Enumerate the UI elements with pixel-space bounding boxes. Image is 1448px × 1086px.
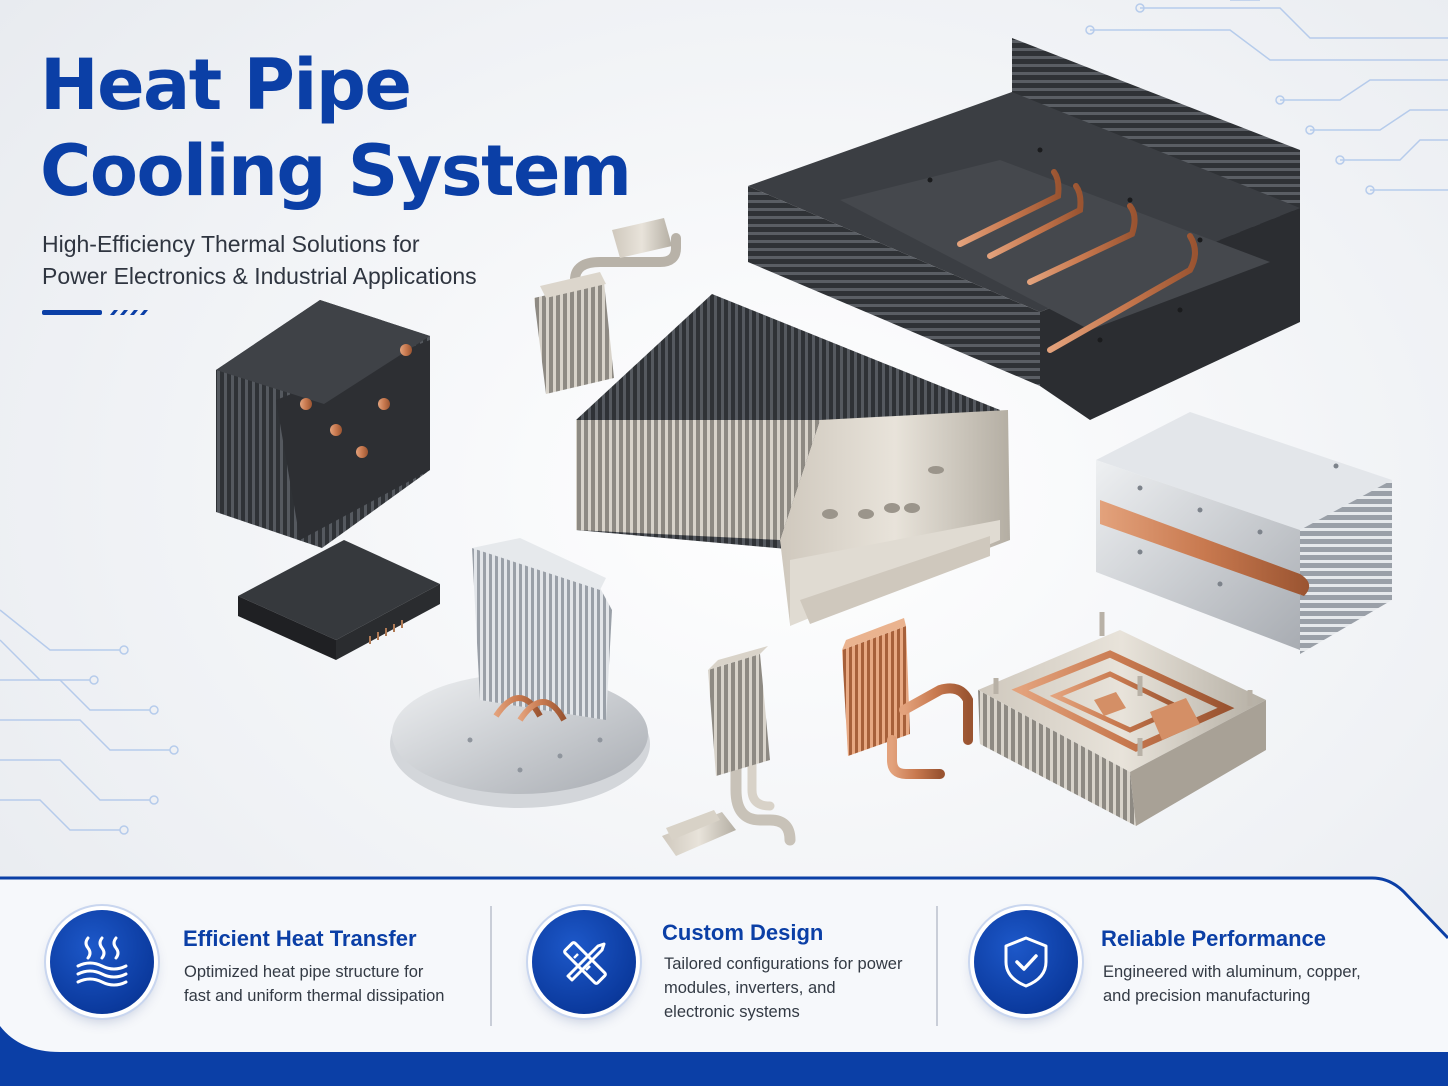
ruler-pencil-icon [563, 941, 607, 985]
aluminum-block-heatsink [1096, 412, 1392, 654]
feature-description: Optimized heat pipe structure for fast a… [184, 960, 444, 1008]
title-accent-bar [42, 310, 148, 315]
shield-check-icon [1004, 936, 1048, 988]
feature-divider-1 [490, 906, 492, 1026]
feature-description-line: fast and uniform thermal dissipation [184, 987, 445, 1005]
copper-fin-heatpipe [842, 618, 973, 779]
feature-description-line: electronic systems [664, 1003, 800, 1021]
feature-description-line: Engineered with aluminum, copper, [1103, 963, 1361, 981]
feature-icon-badge [532, 910, 636, 1014]
dark-finstack-heatsink [216, 300, 440, 660]
product-gallery [216, 38, 1392, 856]
round-base-heatsink [390, 538, 650, 808]
feature-description-line: Tailored configurations for power [664, 955, 903, 973]
title-line-2: Cooling System [40, 130, 632, 212]
subtitle-line-2: Power Electronics & Industrial Applicati… [42, 263, 477, 289]
hero-section: Heat Pipe Cooling System High-Efficiency… [0, 0, 1448, 856]
feature-description-line: modules, inverters, and [664, 979, 836, 997]
heat-waves-icon [76, 936, 128, 987]
feature-description-line: Optimized heat pipe structure for [184, 963, 424, 981]
circuit-decoration-left [0, 609, 179, 835]
small-heatpipe-module [534, 218, 681, 394]
feature-title: Custom Design [662, 920, 824, 945]
feature-description-line: and precision manufacturing [1103, 987, 1311, 1005]
circuit-decoration-top-right [1085, 0, 1448, 195]
feature-divider-2 [936, 906, 938, 1026]
vapor-plate-heatsink [978, 612, 1266, 826]
vertical-heatpipe-tower [662, 646, 796, 856]
features-panel-background [0, 876, 1448, 1086]
feature-description: Engineered with aluminum, copper, and pr… [1103, 960, 1361, 1008]
feature-icon-badge [50, 910, 154, 1014]
feature-icon-badge [974, 910, 1078, 1014]
feature-title: Reliable Performance [1101, 926, 1326, 951]
feature-description: Tailored configurations for power module… [664, 952, 902, 1024]
dark-extruded-heatsink [748, 38, 1300, 420]
title-line-1: Heat Pipe [40, 44, 412, 126]
large-silver-heatsink [576, 294, 1010, 626]
subtitle-line-1: High-Efficiency Thermal Solutions for [42, 231, 420, 257]
page-title: Heat Pipe Cooling System [40, 42, 632, 214]
feature-title: Efficient Heat Transfer [183, 926, 417, 951]
page-subtitle: High-Efficiency Thermal Solutions for Po… [42, 228, 477, 292]
